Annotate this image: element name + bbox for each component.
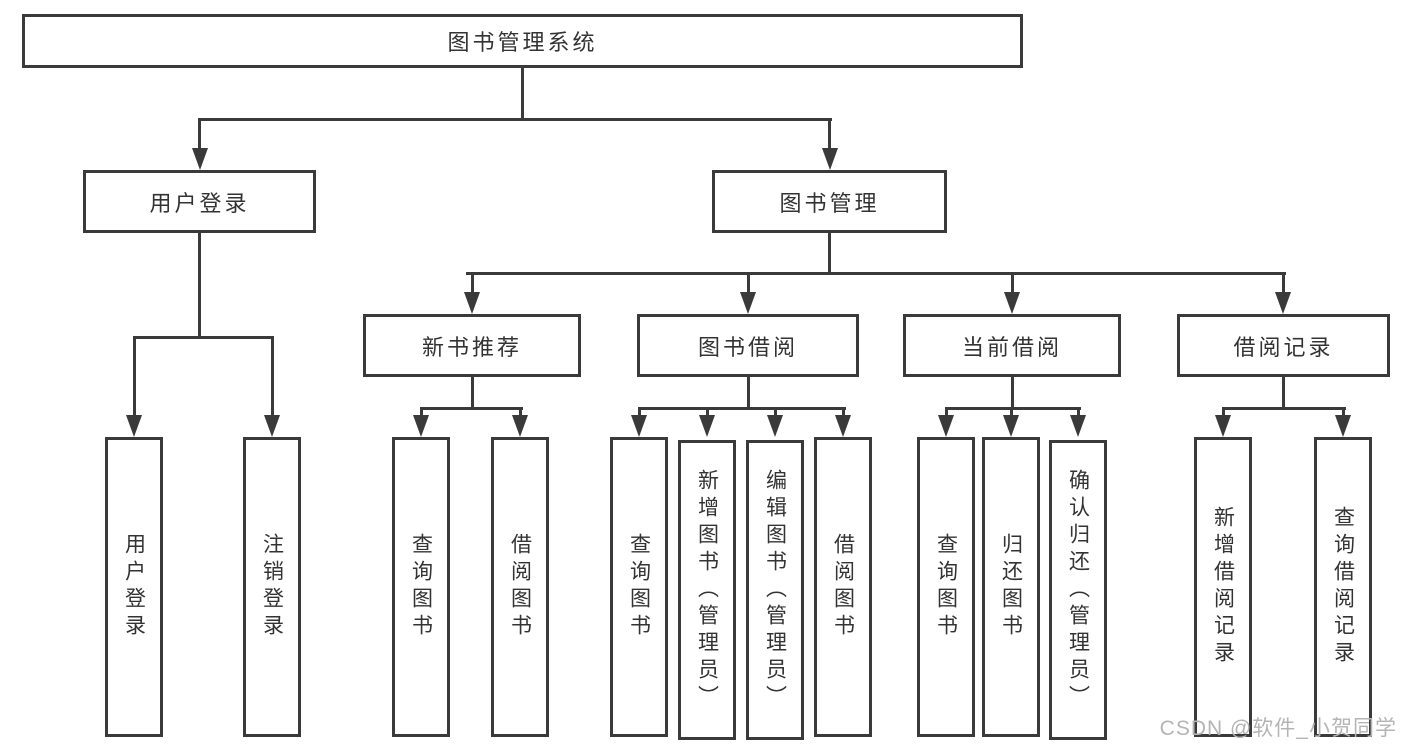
arrow-down-icon (767, 415, 783, 437)
node-new-book-recommendation: 新书推荐 (363, 314, 581, 377)
arrow-down-icon (464, 292, 480, 314)
leaf-confirm-return-admin: 确认归还（管理员） (1049, 440, 1107, 740)
connector-line (828, 233, 831, 272)
connector-line (638, 407, 846, 410)
arrow-down-icon (835, 415, 851, 437)
connector-line (1222, 407, 1346, 410)
connector-line (521, 68, 524, 121)
connector-line (271, 339, 274, 417)
connector-line (133, 336, 274, 339)
arrow-down-icon (822, 148, 838, 170)
arrow-down-icon (1004, 292, 1020, 314)
leaf-query-books-current: 查询图书 (917, 437, 975, 737)
arrow-down-icon (192, 148, 208, 170)
arrow-down-icon (938, 415, 954, 437)
connector-line (420, 407, 523, 410)
arrow-down-icon (631, 415, 647, 437)
leaf-add-book-admin: 新增图书（管理员） (678, 440, 736, 740)
arrow-down-icon (740, 292, 756, 314)
connector-line (1011, 275, 1014, 292)
node-current-borrowing: 当前借阅 (903, 314, 1121, 377)
leaf-query-borrow-record: 查询借阅记录 (1314, 437, 1372, 737)
leaf-borrow-books-borrowing: 借阅图书 (814, 437, 872, 737)
arrow-down-icon (264, 415, 280, 437)
arrow-down-icon (126, 415, 142, 437)
leaf-edit-book-admin: 编辑图书（管理员） (746, 440, 804, 740)
connector-line (133, 339, 136, 417)
connector-line (828, 121, 831, 150)
connector-line (747, 377, 750, 410)
node-book-borrowing: 图书借阅 (637, 314, 859, 377)
arrow-down-icon (699, 415, 715, 437)
connector-line (1282, 275, 1285, 292)
connector-line (471, 275, 474, 292)
node-borrow-records: 借阅记录 (1177, 314, 1390, 377)
connector-line (1282, 377, 1285, 410)
arrow-down-icon (512, 415, 528, 437)
node-user-login-branch: 用户登录 (83, 170, 316, 233)
arrow-down-icon (413, 415, 429, 437)
leaf-borrow-books-recommend: 借阅图书 (491, 437, 549, 737)
arrow-down-icon (1070, 415, 1086, 437)
connector-line (471, 377, 474, 410)
arrow-down-icon (1275, 292, 1291, 314)
leaf-return-books: 归还图书 (982, 437, 1040, 737)
node-library-management-system: 图书管理系统 (22, 14, 1023, 68)
leaf-query-books-recommend: 查询图书 (392, 437, 450, 737)
connector-line (747, 275, 750, 292)
arrow-down-icon (1215, 415, 1231, 437)
leaf-query-books-borrowing: 查询图书 (610, 437, 668, 737)
leaf-add-borrow-record: 新增借阅记录 (1194, 437, 1252, 737)
connector-line (466, 272, 1286, 275)
csdn-watermark: CSDN @软件_小贺同学 (1159, 717, 1397, 740)
leaf-logout: 注销登录 (243, 437, 301, 737)
connector-line (198, 121, 201, 150)
connector-line (198, 118, 832, 121)
connector-line (1011, 377, 1014, 410)
arrow-down-icon (1003, 415, 1019, 437)
connector-line (198, 233, 201, 336)
connector-line (945, 407, 1081, 410)
leaf-user-login: 用户登录 (105, 437, 163, 737)
node-book-management: 图书管理 (712, 170, 947, 233)
arrow-down-icon (1335, 415, 1351, 437)
